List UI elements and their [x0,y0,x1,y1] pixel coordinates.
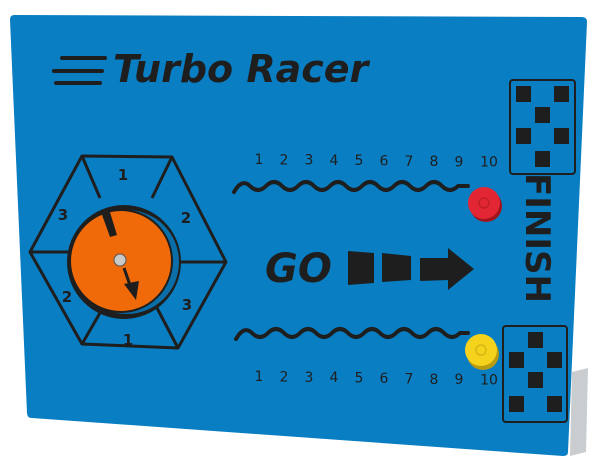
top-track-groove [232,180,470,194]
spinner-bolt [113,253,127,267]
checkered-flag-top-icon [509,79,576,175]
go-arrow-icon [348,248,474,290]
red-peg[interactable] [468,187,502,222]
hex-number: 3 [58,206,68,224]
go-label: GO [265,246,332,292]
track-number: 3 [305,370,314,386]
speed-lines-icon [52,56,107,85]
checkered-flag-bottom-icon [502,325,568,423]
spinner-arrow-tail [101,209,117,237]
track-number: 5 [355,153,364,169]
track-number: 2 [280,369,289,385]
track-number: 4 [330,370,339,386]
track-number: 1 [255,369,264,385]
track-number: 2 [280,152,289,168]
yellow-peg[interactable] [465,334,499,370]
finish-label: FINISH [517,173,557,303]
track-number: 1 [255,152,264,168]
track-number: 9 [455,154,464,170]
hex-number: 3 [182,296,192,314]
track-number: 10 [480,155,498,171]
panel-leg [570,368,588,456]
bottom-track-groove [234,327,470,341]
track-number: 4 [330,153,339,169]
track-number: 6 [380,371,389,387]
spinner-dial[interactable] [67,205,181,319]
track-number: 10 [480,373,498,389]
track-number: 5 [355,371,364,387]
track-number: 6 [380,154,389,170]
track-number: 8 [430,154,439,170]
track-number: 8 [430,372,439,388]
hex-number: 1 [118,166,128,184]
track-number: 9 [455,372,464,388]
spinner-hexagon [28,154,228,350]
hex-number: 2 [62,288,72,306]
title: Turbo Racer [113,47,371,91]
hex-number: 2 [181,209,191,227]
track-number: 7 [405,154,414,170]
track-number: 3 [305,153,314,169]
spinner-arrow-icon [122,267,139,300]
hex-number: 1 [123,331,133,349]
track-number: 7 [405,371,414,387]
